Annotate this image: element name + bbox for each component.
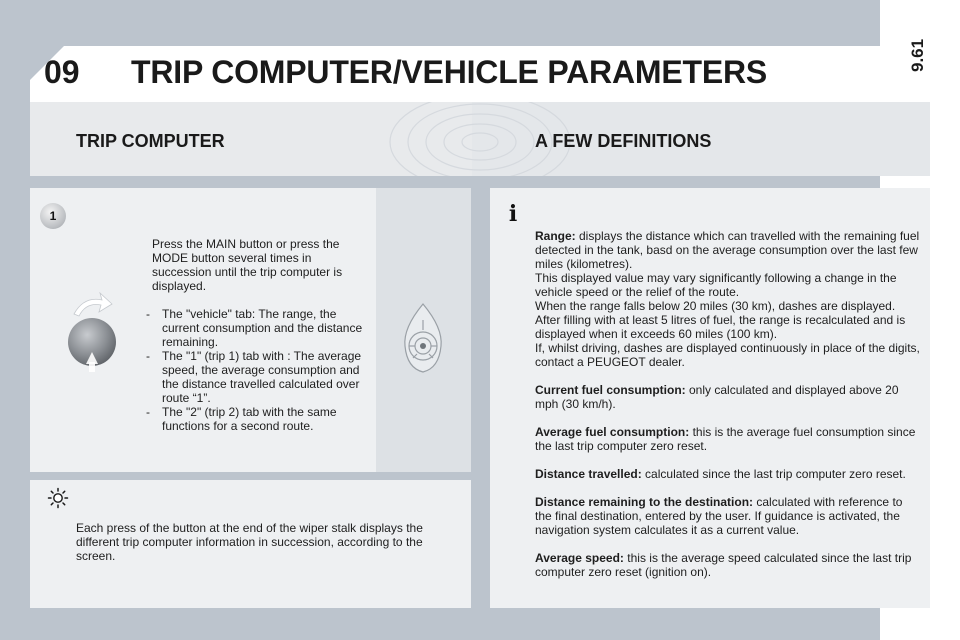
step-1-badge: 1	[40, 203, 66, 229]
trip-computer-intro: Press the MAIN button or press the MODE …	[152, 237, 343, 293]
definition-distance-remaining: Distance remaining to the destination: c…	[535, 495, 920, 537]
section-title-definitions: A FEW DEFINITIONS	[535, 131, 712, 151]
definition-text: This displayed value may vary significan…	[535, 271, 897, 299]
definition-term: Current fuel consumption:	[535, 383, 686, 397]
bullet-text: The "1" (trip 1) tab with : The average …	[162, 349, 362, 405]
definition-term: Average fuel consumption:	[535, 425, 690, 439]
definition-term: Distance remaining to the destination:	[535, 495, 754, 509]
chapter-number: 09	[44, 54, 80, 90]
definition-text: only calculated and displayed above 20 m…	[535, 383, 899, 411]
definition-text: displays the distance which can travelle…	[535, 229, 920, 271]
trip-computer-tabs-list: - The "vehicle" tab: The range, the curr…	[146, 307, 372, 433]
definition-term: Average speed:	[535, 551, 624, 565]
list-item: - The "2" (trip 2) tab with the same fun…	[146, 405, 372, 433]
wiper-stalk-end-icon	[404, 303, 442, 373]
list-item: - The "vehicle" tab: The range, the curr…	[146, 307, 372, 349]
page-number: 9.61	[908, 38, 927, 72]
page-title: TRIP COMPUTER/VEHICLE PARAMETERS	[131, 54, 768, 90]
bullet-dash: -	[146, 405, 150, 419]
definition-term: Range:	[535, 229, 576, 243]
bullet-dash: -	[146, 307, 150, 321]
sun-tip-icon	[47, 487, 69, 509]
bullet-dash: -	[146, 349, 150, 363]
definition-text: calculated with reference to the final d…	[535, 495, 903, 537]
list-item: - The "1" (trip 1) tab with : The averag…	[146, 349, 372, 405]
definition-text: this is the average fuel consumption sin…	[535, 425, 916, 453]
tip-panel	[30, 480, 471, 608]
section-title-trip-computer: TRIP COMPUTER	[76, 131, 225, 151]
info-icon: i	[508, 201, 518, 227]
definition-distance-travelled: Distance travelled: calculated since the…	[535, 467, 920, 481]
definition-text: calculated since the last trip computer …	[641, 467, 906, 481]
title-bar	[30, 46, 880, 102]
section-band-right	[472, 102, 930, 176]
definition-term: Distance travelled:	[535, 467, 642, 481]
definition-text: If, whilst driving, dashes are displayed…	[535, 341, 920, 369]
definitions-list: Range: displays the distance which can t…	[535, 229, 920, 593]
definition-current-fuel-consumption: Current fuel consumption: only calculate…	[535, 383, 920, 411]
definition-average-speed: Average speed: this is the average speed…	[535, 551, 920, 579]
definitions-panel	[490, 188, 930, 608]
wiper-stalk-tip: Each press of the button at the end of t…	[76, 521, 423, 563]
bullet-text: The "2" (trip 2) tab with the same funct…	[162, 405, 337, 433]
definition-average-fuel-consumption: Average fuel consumption: this is the av…	[535, 425, 920, 453]
rotary-knob-icon	[68, 292, 116, 372]
definition-text: When the range falls below 20 miles (30 …	[535, 299, 906, 341]
definition-text: this is the average speed calculated sin…	[535, 551, 912, 579]
definition-range: Range: displays the distance which can t…	[535, 229, 920, 369]
topographic-decoration	[389, 102, 571, 176]
bullet-text: The "vehicle" tab: The range, the curren…	[162, 307, 363, 349]
